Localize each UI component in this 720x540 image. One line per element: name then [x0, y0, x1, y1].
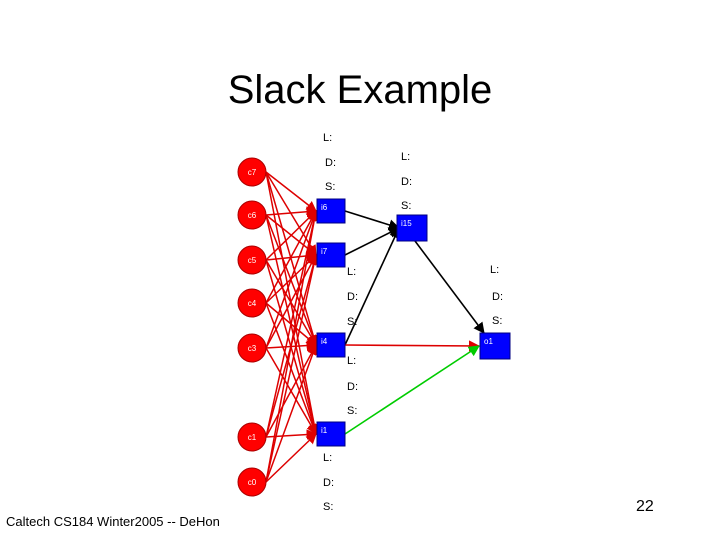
input-label-c0: c0: [248, 478, 257, 487]
page-number: 22: [636, 498, 654, 515]
input-label-c4: c4: [248, 299, 257, 308]
node-label-i4: i4: [321, 337, 328, 346]
nodes-layer: c7 c6 c5 c4 c3 c1 c0 i6 i7 i4 i1 i15 o1: [237, 157, 511, 497]
input-node-c3: c3: [237, 333, 267, 363]
edge-i1-o1: [344, 345, 480, 435]
input-label-c5: c5: [248, 256, 257, 265]
annotation-d-3: D:: [492, 291, 503, 303]
input-node-c4: c4: [237, 288, 267, 318]
node-label-i1: i1: [321, 426, 328, 435]
edge-i4-i15: [344, 226, 400, 346]
annotation-d-4: D:: [347, 381, 358, 393]
edge-c7-i6: [265, 171, 317, 212]
node-label-i6: i6: [321, 203, 328, 212]
annotation-s-5: S:: [323, 501, 333, 513]
annotation-s-0: S:: [325, 181, 335, 193]
annotation-d-5: D:: [323, 477, 334, 489]
annotation-labels-layer: L: D: S: L: D: S: L: D: S: L: D: S: L: D: S: L: D: S:: [323, 132, 503, 513]
input-label-c1: c1: [248, 433, 257, 442]
edge-c3-i7: [265, 254, 317, 349]
slide-footer: Caltech CS184 Winter2005 -- DeHon: [6, 514, 220, 529]
node-label-i7: i7: [321, 247, 328, 256]
input-node-c6: c6: [237, 200, 267, 230]
edge-c0-i4: [265, 344, 318, 483]
input-label-c6: c6: [248, 211, 257, 220]
annotation-s-1: S:: [401, 200, 411, 212]
annotation-d-2: D:: [347, 291, 358, 303]
edge-c1-i4: [265, 344, 317, 438]
edge-c0-i6: [265, 209, 320, 483]
annotation-d-1: D:: [401, 176, 412, 188]
edge-i7-i15: [344, 227, 401, 256]
node-i4: i4: [316, 332, 346, 358]
node-i15: i15: [396, 214, 428, 242]
annotation-l-5: L:: [323, 452, 332, 464]
edge-c0-i7: [265, 253, 320, 483]
input-node-c7: c7: [237, 157, 267, 187]
node-i1: i1: [316, 421, 346, 447]
annotation-s-3: S:: [492, 315, 502, 327]
annotation-s-4: S:: [347, 405, 357, 417]
input-label-c3: c3: [248, 344, 257, 353]
edges-layer: [265, 171, 485, 483]
input-label-c7: c7: [248, 168, 257, 177]
node-label-o1: o1: [484, 337, 493, 346]
annotation-l-0: L:: [323, 132, 332, 144]
edge-i15-o1: [414, 240, 485, 334]
annotation-l-3: L:: [490, 264, 499, 276]
annotation-l-4: L:: [347, 355, 356, 367]
node-i6: i6: [316, 198, 346, 224]
edge-c3-i6: [265, 210, 318, 349]
annotation-l-1: L:: [401, 151, 410, 163]
node-i7: i7: [316, 242, 346, 268]
node-o1: o1: [479, 332, 511, 360]
edge-c1-i6: [265, 209, 320, 438]
input-node-c1: c1: [237, 422, 267, 452]
input-node-c5: c5: [237, 245, 267, 275]
node-label-i15: i15: [401, 219, 412, 228]
annotation-s-2: S:: [347, 316, 357, 328]
edge-c0-i1: [265, 433, 317, 483]
annotation-l-2: L:: [347, 266, 356, 278]
slide-title: Slack Example: [227, 68, 493, 112]
edge-i6-i15: [344, 210, 401, 231]
edge-i4-o1: [344, 340, 481, 352]
edge-c4-i6: [265, 210, 317, 304]
annotation-d-0: D:: [325, 157, 336, 169]
edge-c1-i1: [265, 429, 318, 440]
input-node-c0: c0: [237, 467, 267, 497]
